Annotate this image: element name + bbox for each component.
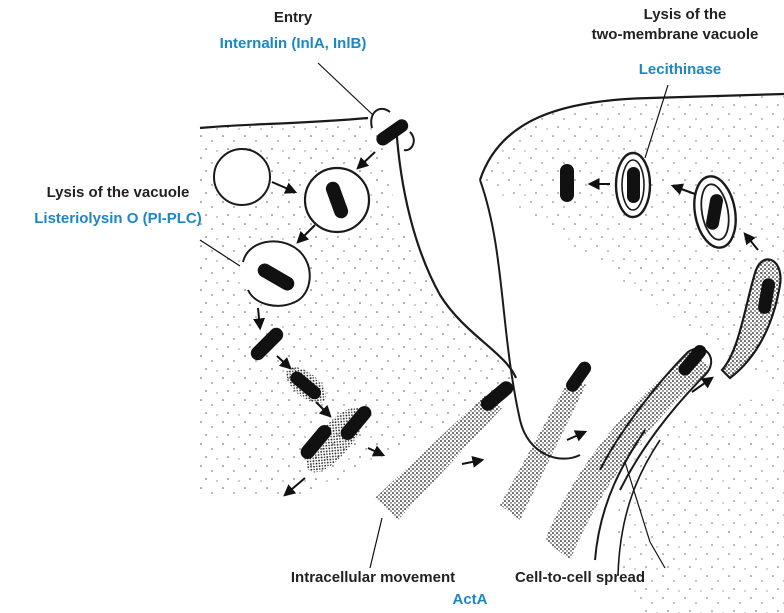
two-membrane-title-line1: Lysis of the	[590, 6, 780, 24]
acta-protein: ActA	[430, 591, 510, 609]
lysing-double-membrane-vacuole	[616, 153, 650, 217]
vacuole-lysis-protein: Listeriolysin O (PI-PLC)	[6, 210, 230, 228]
two-membrane-title-line2: two-membrane vacuole	[566, 26, 784, 44]
entry-protein: Internalin (InlA, InlB)	[188, 35, 398, 53]
leader-intracellular	[370, 518, 382, 568]
free-bacterium-new-cell	[560, 164, 574, 202]
leader-entry	[318, 63, 373, 115]
lysing-vacuole	[243, 241, 310, 305]
entry-title: Entry	[248, 9, 338, 27]
intracellular-movement-title: Intracellular movement	[258, 569, 488, 587]
vacuole-with-bacterium	[305, 168, 369, 232]
cell-to-cell-spread-title: Cell-to-cell spread	[490, 569, 670, 587]
vacuole-lysis-title: Lysis of the vacuole	[18, 184, 218, 202]
empty-vacuole	[214, 149, 270, 205]
two-membrane-protein: Lecithinase	[610, 61, 750, 79]
arrow-to-spread	[567, 432, 585, 440]
arrow-to-protrusion	[462, 460, 482, 464]
